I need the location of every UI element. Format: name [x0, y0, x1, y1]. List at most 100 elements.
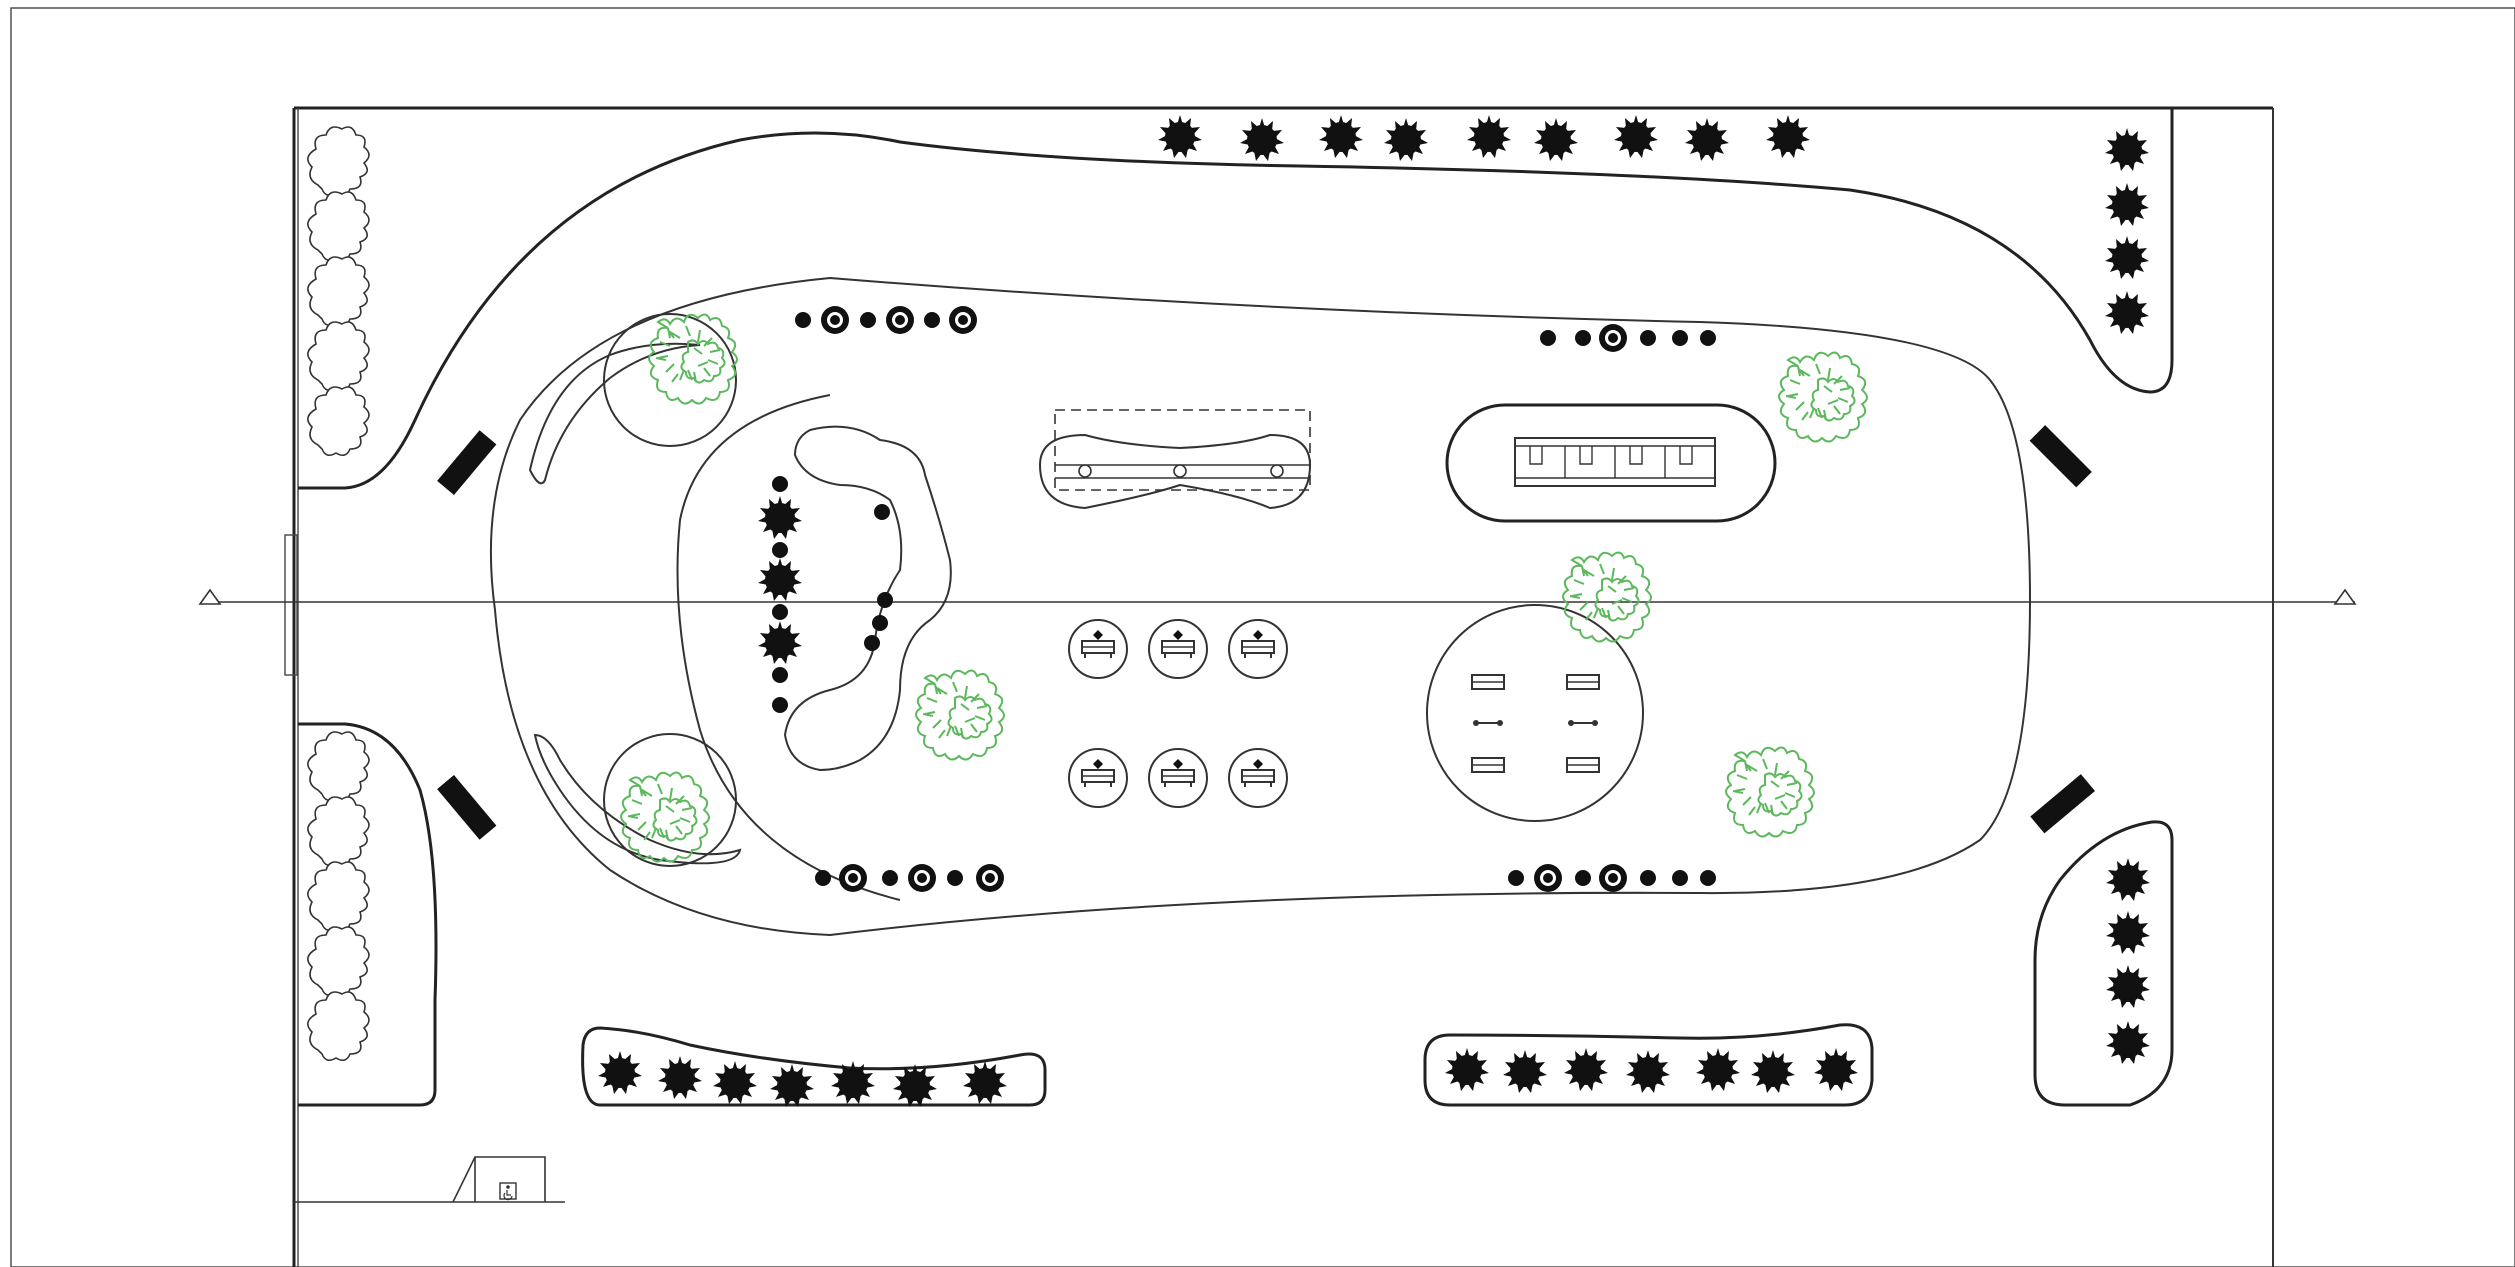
accessible-parking: [294, 1156, 565, 1203]
shrub-icon: [2106, 911, 2150, 954]
shrub-icon: [821, 306, 849, 334]
shrub-icon: [772, 476, 788, 492]
shrub-icon: [1575, 330, 1591, 346]
bench-icon: [1228, 619, 1288, 679]
shrub-icon: [1599, 864, 1627, 892]
shrub-icon: [1534, 118, 1578, 161]
triangle-marker-icon: [198, 588, 222, 605]
tree-canopy-icon: [1778, 351, 1868, 443]
circular-path: [603, 733, 737, 867]
bench-icon: [1068, 748, 1128, 808]
planter-bed-bottom-left: [581, 1026, 1047, 1107]
shrub-icon: [758, 558, 802, 601]
shrub-cluster-bottom-right: [1508, 864, 1716, 892]
shrub-row-bottom-left: [598, 1051, 1007, 1107]
shrub-column-garden: [758, 476, 893, 713]
tree-canopy-icon: [915, 669, 1005, 761]
shrub-icon: [1445, 1048, 1489, 1091]
shrub-icon: [2106, 858, 2150, 901]
bench-icon: [1148, 619, 1208, 679]
picnic-table-icon: [1566, 757, 1600, 773]
shrub-icon: [772, 542, 788, 558]
shrub-cluster-top-left: [795, 306, 977, 334]
outer-path-loop: [298, 108, 2174, 490]
hedge-icon: [307, 191, 370, 262]
planter-bed-bottom-right: [1423, 1023, 1874, 1107]
shrub-icon: [864, 635, 880, 651]
shrub-icon: [1599, 324, 1627, 352]
shrub-icon: [795, 312, 811, 328]
hedge-icon: [307, 796, 370, 867]
garden-bed-curvy: [783, 425, 952, 772]
shrub-icon: [1575, 870, 1591, 886]
shrub-icon: [886, 306, 914, 334]
shrub-icon: [2105, 128, 2149, 171]
outer-path-loop: [298, 722, 438, 1107]
shrub-icon: [2105, 183, 2149, 226]
shrub-icon: [758, 496, 802, 539]
shrub-icon: [1540, 330, 1556, 346]
entrance-bollards: [437, 425, 2095, 840]
circular-path: [603, 313, 737, 447]
shrub-column-right-bottom: [2106, 858, 2150, 1064]
shrub-icon: [1640, 870, 1656, 886]
pergola: [1038, 409, 1312, 510]
shrub-icon: [1508, 870, 1524, 886]
shrub-icon: [1384, 118, 1428, 161]
shrub-icon: [1685, 118, 1729, 161]
shrub-icon: [1564, 1048, 1608, 1091]
shrub-icon: [1640, 330, 1656, 346]
shrub-icon: [1534, 864, 1562, 892]
shrub-icon: [1503, 1050, 1547, 1093]
shrub-icon: [772, 604, 788, 620]
shrub-icon: [1751, 1050, 1795, 1093]
bench-icon: [1148, 748, 1208, 808]
shrub-icon: [1319, 115, 1363, 158]
hedge-row-left: [307, 126, 370, 1062]
shrub-icon: [872, 615, 888, 631]
shrub-icon: [874, 504, 890, 520]
shrub-icon: [1696, 1048, 1740, 1091]
shrub-icon: [658, 1056, 702, 1099]
bench-icon: [1228, 748, 1288, 808]
tree-canopy-icon: [1562, 551, 1652, 643]
shrub-icon: [1672, 330, 1688, 346]
shrub-icon: [598, 1051, 642, 1094]
shrub-icon: [713, 1061, 757, 1104]
tree-canopy-icon: [648, 313, 738, 405]
shrub-icon: [860, 312, 876, 328]
shrub-icon: [893, 1064, 937, 1107]
shrub-icon: [2105, 291, 2149, 334]
drawing-frame: [10, 7, 2515, 1267]
site-boundary: [284, 106, 2274, 1267]
shrub-cluster-bottom-left: [815, 864, 1004, 892]
picnic-table-icon: [1471, 757, 1505, 773]
shrub-icon: [947, 870, 963, 886]
lawn-edge-small: [533, 733, 742, 865]
picnic-plaza: [1426, 604, 1644, 822]
entrance-gate: [284, 534, 298, 676]
section-line: [198, 588, 2357, 605]
shrub-icon: [2106, 1021, 2150, 1064]
shrub-icon: [877, 592, 893, 608]
promenade-outline: [489, 276, 2032, 937]
shrub-icon: [2105, 236, 2149, 279]
shrub-icon: [1700, 330, 1716, 346]
shrub-cluster-top-right: [1540, 324, 1716, 352]
shrub-icon: [1672, 870, 1688, 886]
hedge-icon: [307, 256, 370, 327]
hedge-icon: [307, 926, 370, 997]
picnic-table-icon: [1566, 674, 1600, 690]
shrub-icon: [815, 870, 831, 886]
shrub-icon: [908, 864, 936, 892]
hedge-icon: [307, 386, 370, 457]
shrub-icon: [1158, 115, 1202, 158]
shrub-icon: [1467, 115, 1511, 158]
shrub-icon: [963, 1061, 1007, 1104]
triangle-marker-icon: [2333, 588, 2357, 605]
lawn-edge-small: [528, 342, 701, 485]
hedge-icon: [307, 321, 370, 392]
shrub-row-top: [1158, 115, 1810, 161]
shrub-column-right-top: [2105, 128, 2149, 334]
